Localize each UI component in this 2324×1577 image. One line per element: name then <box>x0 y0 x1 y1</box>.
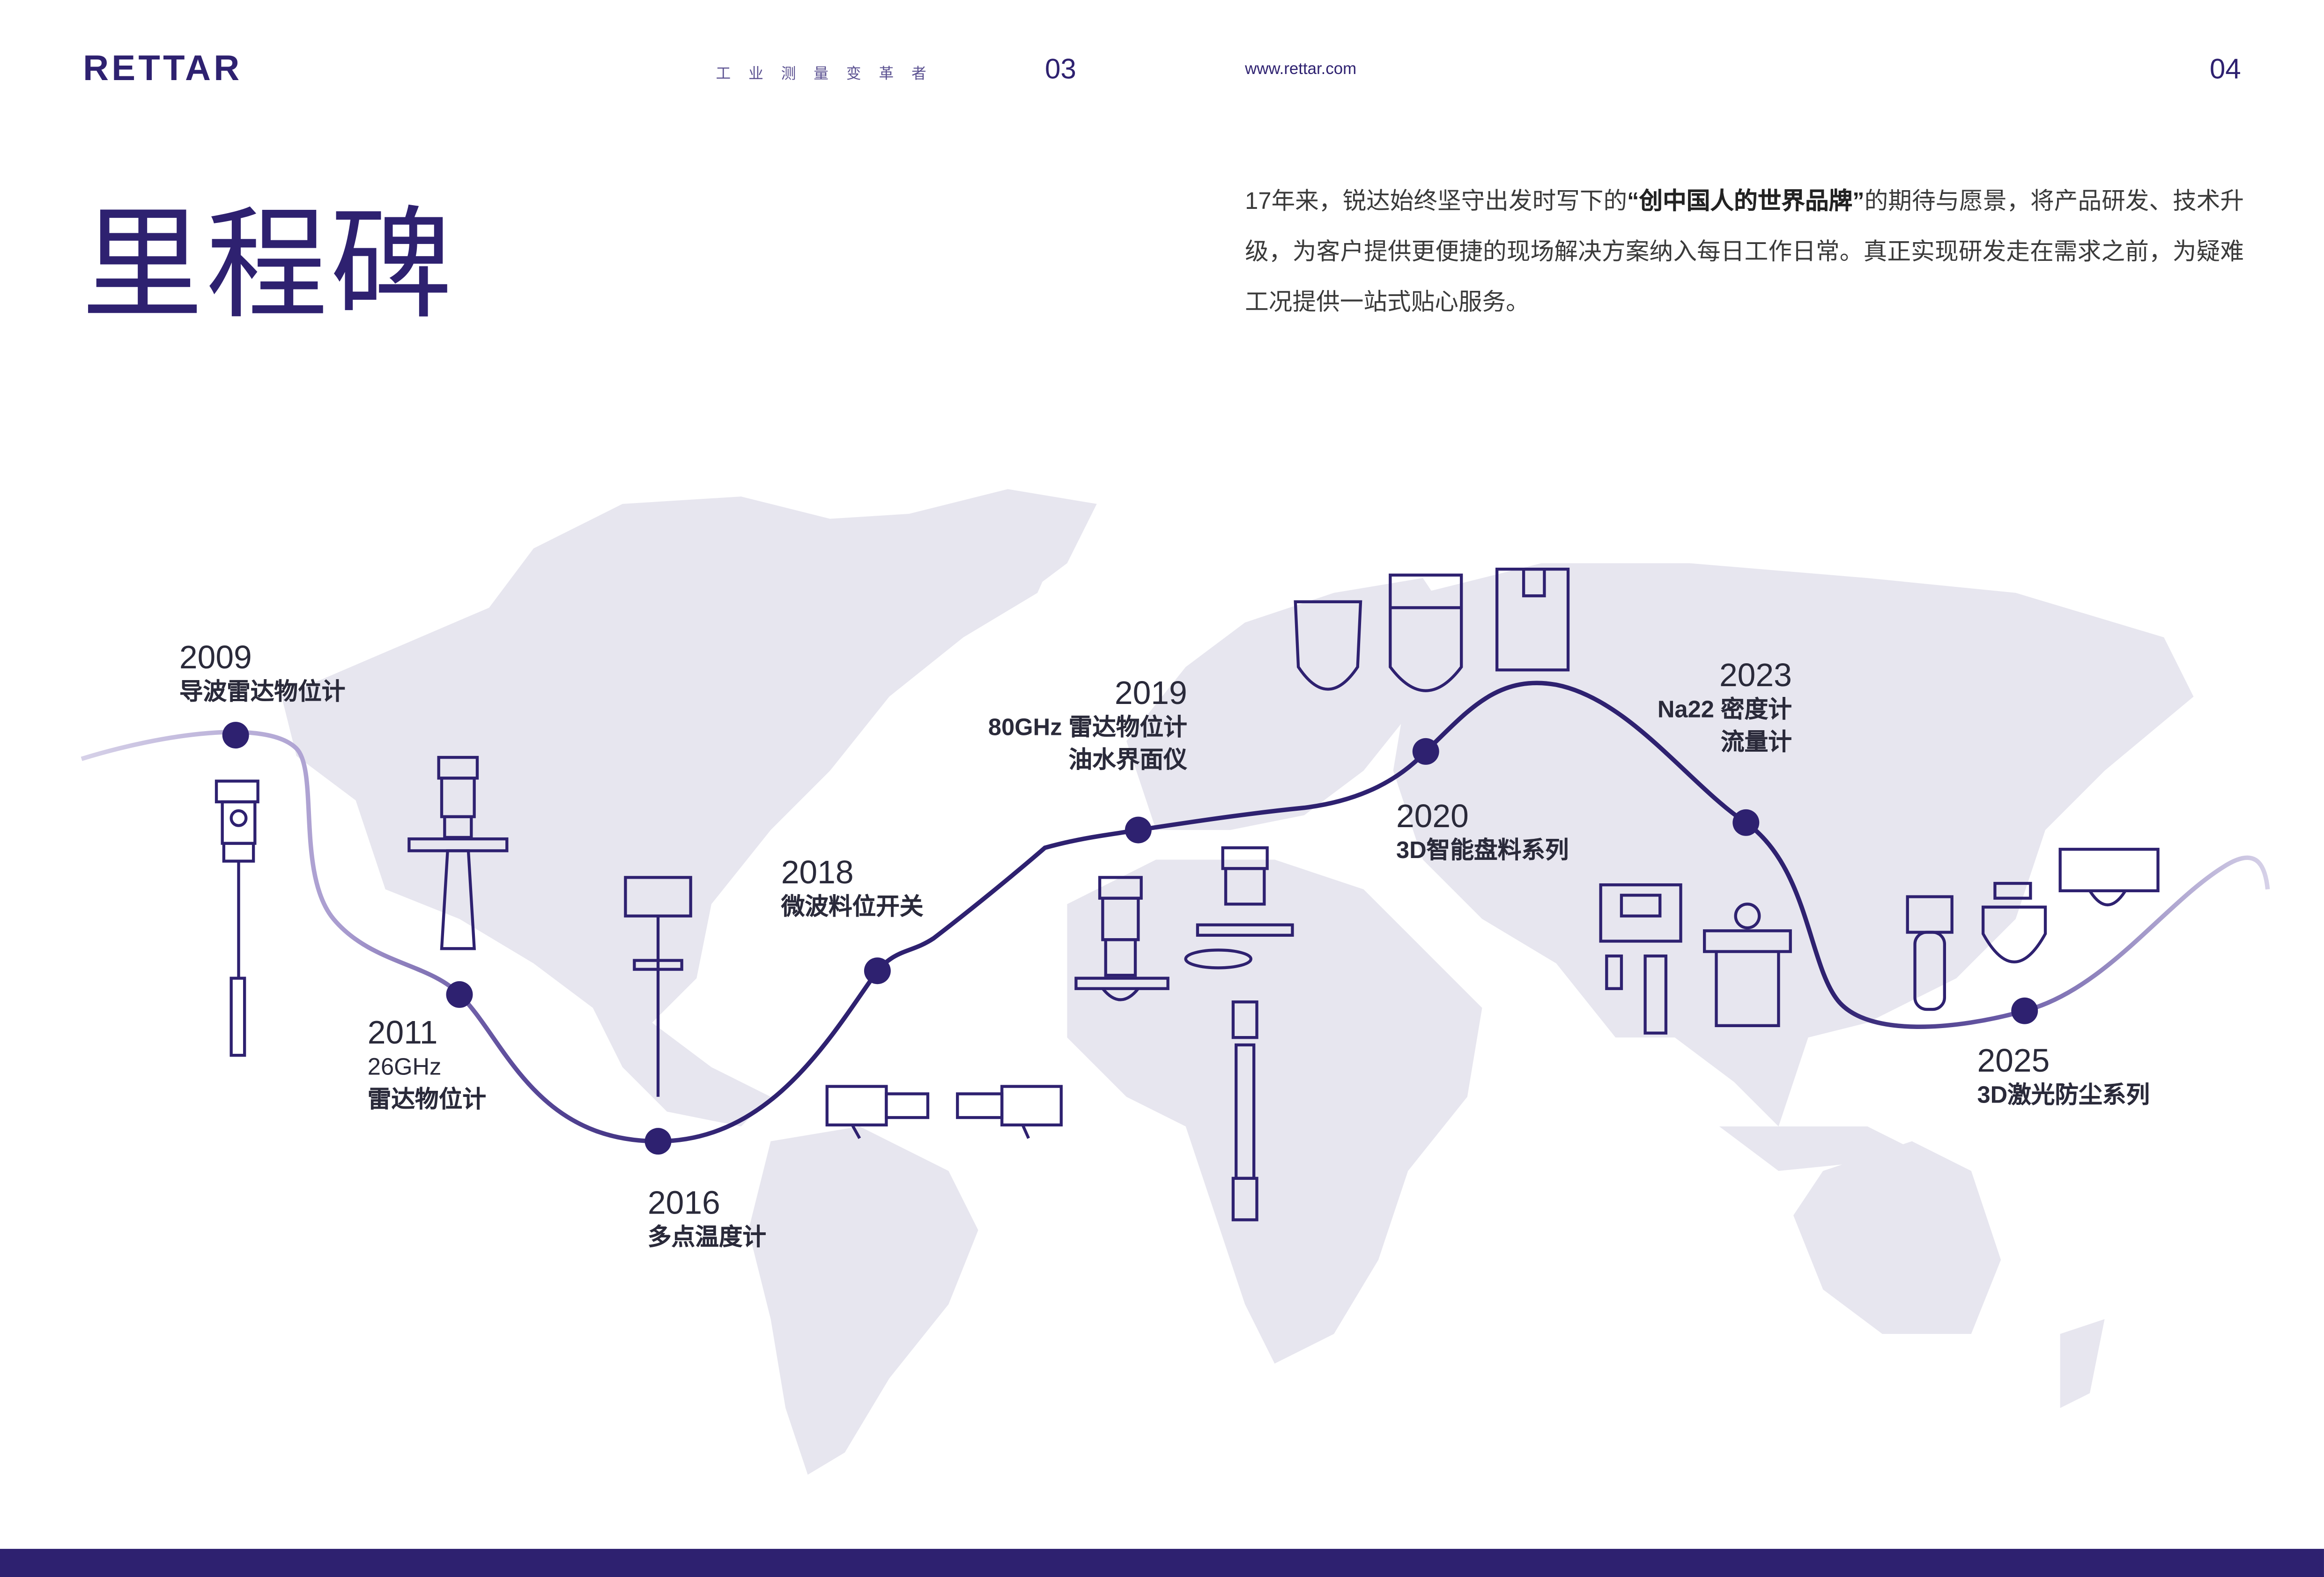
milestone-year: 2011 <box>367 1014 438 1051</box>
europe <box>1126 578 1453 830</box>
new-zealand <box>2060 1319 2105 1408</box>
milestone-year: 2019 <box>1114 674 1187 711</box>
footer-bar <box>0 1548 2324 1577</box>
milestone-product: 导波雷达物位计 <box>179 680 346 706</box>
3d-scanner-icon-a <box>1294 600 1362 691</box>
product-icons <box>215 568 2160 1222</box>
south-america <box>748 1126 978 1475</box>
milestone-2019: 2019 80GHz 雷达物位计 油水界面仪 <box>988 674 1187 778</box>
intro-highlight: “创中国人的世界品牌” <box>1627 190 1865 215</box>
north-america <box>281 496 1067 1127</box>
milestone-2020: 2020 3D智能盘料系列 <box>1396 798 1569 869</box>
milestone-product: 多点温度计 <box>647 1226 767 1251</box>
laser-dust-icon-a <box>1906 895 1954 1011</box>
milestone-2018: 2018 微波料位开关 <box>781 854 924 925</box>
intro-text-2: 的期待与愿景，将产品研发、技术升级，为客户提供更便捷的现场解决方案纳入每日工作日… <box>1245 190 2244 316</box>
asia <box>1393 563 2194 1127</box>
milestone-product: 80GHz 雷达物位计 <box>988 716 1187 741</box>
page-number-right: 04 <box>2209 55 2241 86</box>
milestone-product: 3D智能盘料系列 <box>1396 839 1569 864</box>
milestone-product: 油水界面仪 <box>1068 748 1187 774</box>
dot-2016 <box>644 1128 672 1155</box>
milestone-2016: 2016 多点温度计 <box>648 1184 766 1255</box>
page-number-left: 03 <box>1044 55 1076 86</box>
milestone-2025: 2025 3D激光防尘系列 <box>1977 1042 2150 1113</box>
dot-2009 <box>222 722 249 749</box>
radar-80ghz-icon <box>1074 876 1169 1001</box>
dot-2019 <box>1125 816 1152 844</box>
africa <box>1067 859 1482 1364</box>
dot-2023 <box>1732 809 1760 836</box>
milestone-dots <box>222 722 2038 1155</box>
radar-level-icon-26ghz <box>407 755 509 950</box>
milestone-product: 雷达物位计 <box>367 1088 487 1113</box>
intro-text-1: 17年来，锐达始终坚守出发时写下的 <box>1245 190 1628 215</box>
indonesia <box>1719 1126 1927 1171</box>
dot-2020 <box>1412 738 1439 765</box>
milestone-product: 流量计 <box>1720 731 1792 756</box>
guided-wave-radar-icon <box>215 779 259 1057</box>
milestone-product: 3D激光防尘系列 <box>1977 1083 2150 1109</box>
milestone-year: 2025 <box>1977 1042 2050 1079</box>
dot-2018 <box>864 957 891 985</box>
milestone-year: 2020 <box>1396 797 1469 835</box>
slogan: 工业测量变革者 <box>716 67 944 83</box>
greenland <box>889 489 1097 608</box>
intro-paragraph: 17年来，锐达始终坚守出发时写下的“创中国人的世界品牌”的期待与愿景，将产品研发… <box>1245 178 2244 329</box>
dot-2011 <box>446 981 473 1008</box>
density-meter-icon <box>1599 883 1682 1035</box>
microwave-switch-icon-b <box>956 1085 1063 1139</box>
laser-dust-icon-b <box>1981 881 2047 963</box>
milestone-2023: 2023 Na22 密度计 流量计 <box>1658 657 1792 761</box>
laser-dust-icon-c <box>2058 848 2160 906</box>
australia <box>1793 1141 2001 1334</box>
page-title: 里程碑 <box>81 195 455 337</box>
milestone-year: 2009 <box>179 638 252 676</box>
microwave-switch-icon-a <box>825 1085 930 1139</box>
3d-scanner-icon-c <box>1495 568 1570 672</box>
world-map <box>281 489 2194 1475</box>
milestone-product: 微波料位开关 <box>781 895 924 921</box>
dot-2025 <box>2011 997 2038 1024</box>
milestone-year: 2023 <box>1719 656 1792 694</box>
interface-meter-icon <box>1184 846 1294 1222</box>
milestone-2011: 2011 26GHz 雷达物位计 <box>368 1014 486 1118</box>
milestone-year: 2018 <box>781 853 854 891</box>
milestone-product: 26GHz <box>367 1055 442 1081</box>
website-link[interactable]: www.rettar.com <box>1245 60 1357 79</box>
flow-meter-icon <box>1703 903 1792 1027</box>
multipoint-thermometer-icon <box>624 876 692 1097</box>
3d-scanner-icon-b <box>1389 573 1463 692</box>
milestone-year: 2016 <box>647 1184 720 1222</box>
milestone-product: Na22 密度计 <box>1657 698 1792 724</box>
milestone-2009: 2009 导波雷达物位计 <box>179 639 345 710</box>
rettar-logo[interactable]: RETTAR <box>83 49 243 89</box>
